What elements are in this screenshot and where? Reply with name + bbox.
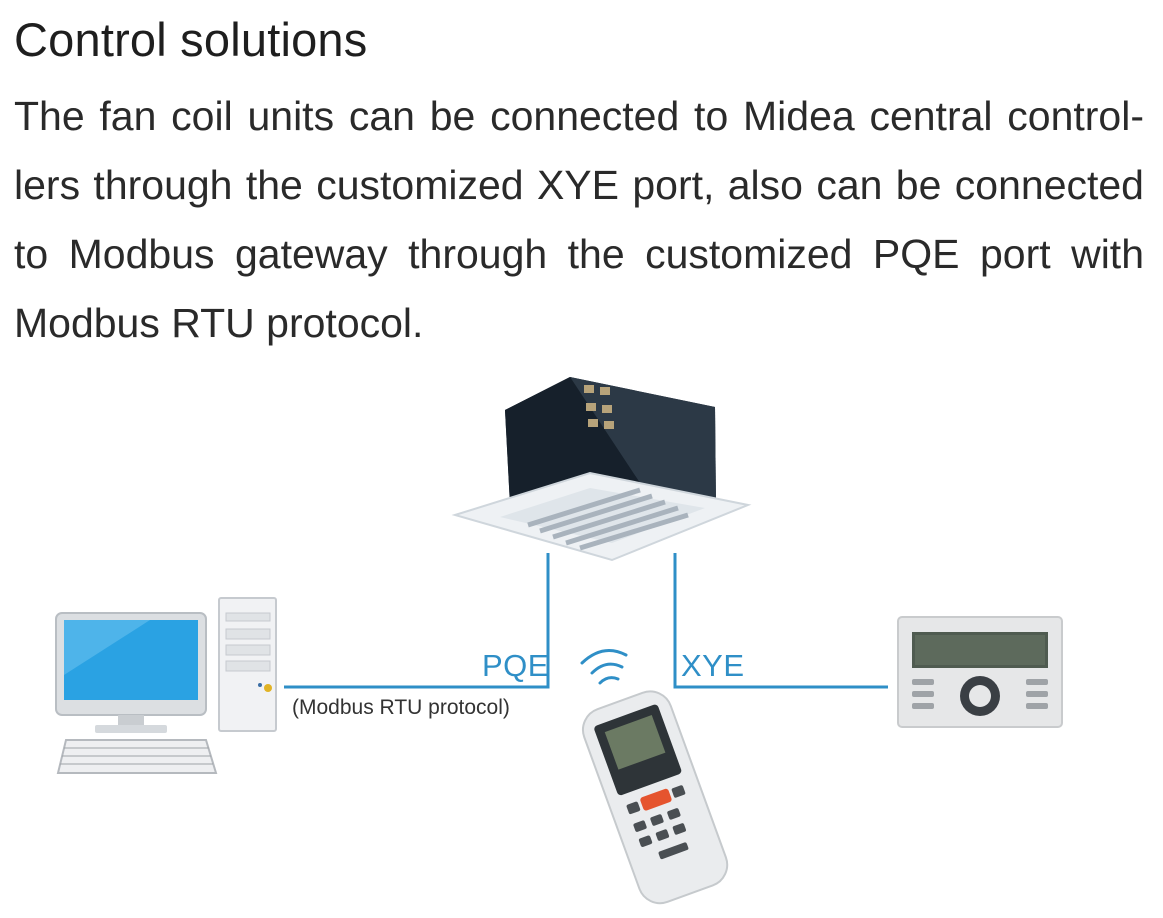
pqe-connection-line xyxy=(284,553,550,689)
control-diagram: PQE XYE (Modbus RTU protocol) xyxy=(0,355,1163,913)
page-title: Control solutions xyxy=(14,13,368,66)
xye-port-label: XYE xyxy=(681,648,745,683)
modbus-protocol-label: (Modbus RTU protocol) xyxy=(292,696,510,719)
cassette-fan-coil-unit-icon xyxy=(451,377,752,562)
desktop-computer-icon xyxy=(55,597,277,774)
wired-controller-icon xyxy=(897,616,1063,728)
pqe-port-label: PQE xyxy=(482,648,549,683)
remote-controller-icon xyxy=(581,690,729,905)
connection-lines xyxy=(284,553,888,689)
xye-connection-line xyxy=(673,553,888,689)
description-paragraph: The fan coil units can be connected to M… xyxy=(14,93,1144,346)
wireless-signal-icon xyxy=(580,649,628,685)
